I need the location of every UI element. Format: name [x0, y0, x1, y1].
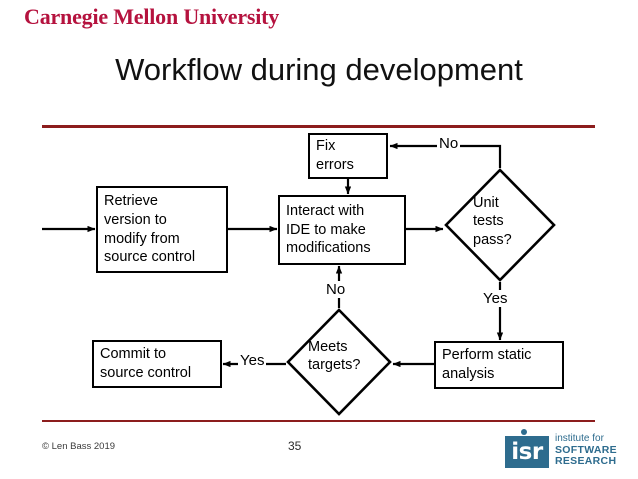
node-perform-static-analysis[interactable]: Perform static analysis	[434, 341, 564, 389]
isr-mark-text: isr	[505, 436, 549, 468]
page-title: Workflow during development	[115, 52, 523, 87]
isr-logo-text: institute for SOFTWARE RESEARCH	[555, 433, 617, 468]
isr-line-research: RESEARCH	[555, 455, 617, 468]
footer-copyright: © Len Bass 2019	[42, 441, 116, 452]
node-commit-to-source-control[interactable]: Commit to source control	[92, 340, 222, 388]
isr-line-software: SOFTWARE	[555, 443, 617, 456]
node-unit-tests-pass-decision[interactable]: Unit tests pass?	[444, 168, 556, 282]
edge-label-no-meets-targets: No	[324, 281, 348, 298]
edge-label-no-unit-tests: No	[437, 135, 461, 152]
divider-top	[42, 125, 595, 128]
isr-logo: isr institute for SOFTWARE RESEARCH	[505, 429, 633, 473]
page-number: 35	[288, 439, 302, 453]
divider-bottom	[42, 420, 595, 422]
isr-dot-icon	[521, 429, 527, 435]
node-unit-tests-pass-label: Unit tests pass?	[473, 195, 512, 248]
node-meets-targets-decision[interactable]: Meets targets?	[286, 308, 392, 416]
edge-label-yes-meets-targets: Yes	[238, 352, 267, 369]
node-meets-targets-label: Meets targets?	[308, 339, 361, 374]
edge-label-yes-unit-tests: Yes	[481, 290, 510, 307]
carnegie-mellon-wordmark: Carnegie Mellon University	[24, 4, 280, 29]
diamond-shape-icon	[444, 168, 556, 282]
node-interact-with-ide[interactable]: Interact with IDE to make modifications	[278, 195, 406, 265]
isr-line-institute-for: institute for	[555, 433, 604, 444]
diamond-shape-icon	[286, 308, 392, 416]
node-fix-errors[interactable]: Fix errors	[308, 133, 388, 179]
node-retrieve-version[interactable]: Retrieve version to modify from source c…	[96, 186, 228, 273]
